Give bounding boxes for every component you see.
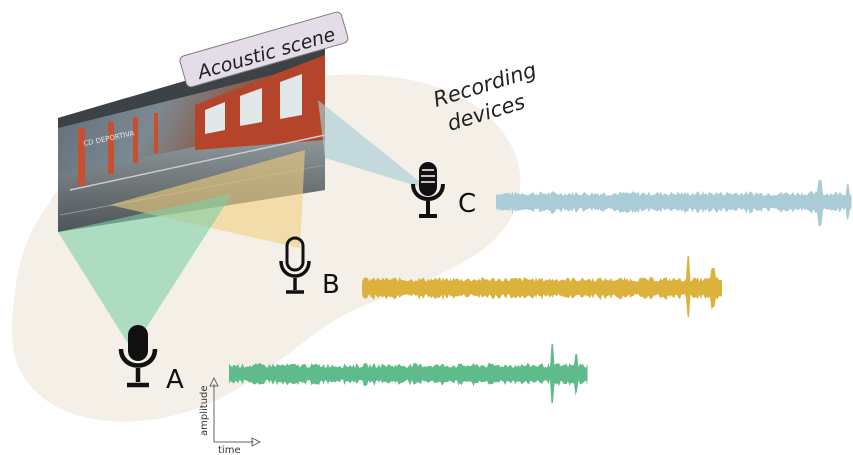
waveform-shape [496,180,852,226]
device-label-b: B [322,270,340,300]
device-label-c: C [458,189,476,219]
microphone-icon [411,162,445,218]
x-axis-label: time [218,445,241,455]
microphone-icon [279,236,311,294]
waveform-c [496,180,852,226]
device-label-a: A [166,365,184,395]
amplitude-time-axes [209,376,262,447]
beam-b [110,150,305,248]
y-axis-label: amplitude [199,385,210,436]
beam-c [318,100,430,190]
beam-a [58,194,232,350]
waveform-b [362,256,722,318]
waveform-a [229,344,588,404]
waveform-shape [362,256,722,318]
waveform-shape [229,344,588,404]
microphone-icon [118,325,158,388]
scene-label [179,11,349,88]
